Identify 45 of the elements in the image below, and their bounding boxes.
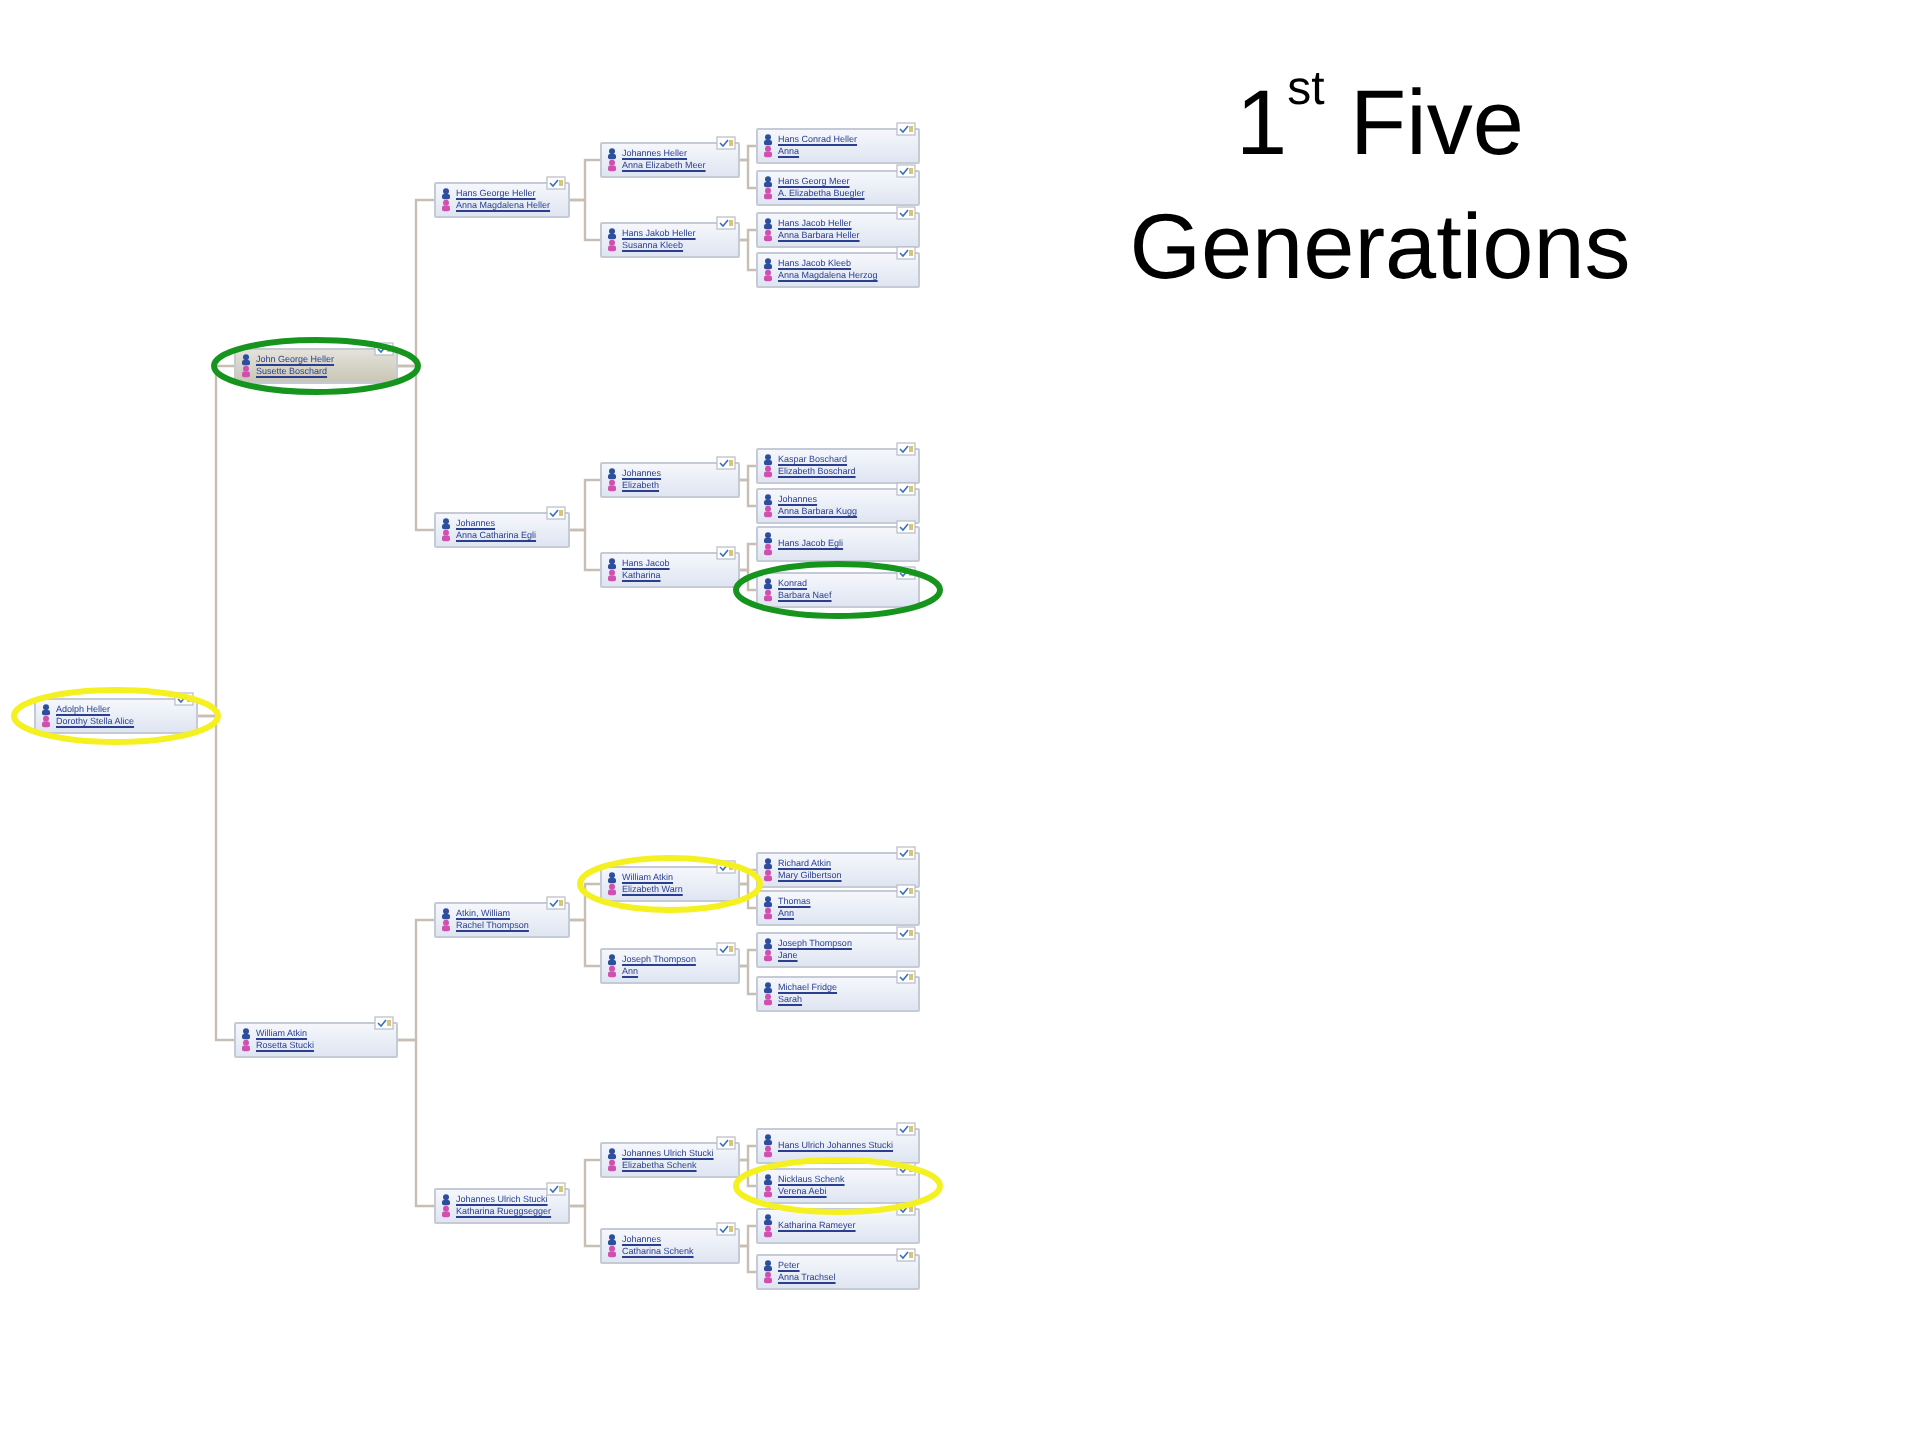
couple-card [756, 852, 920, 888]
connector-line [570, 1204, 600, 1248]
couple-card [600, 866, 740, 902]
connector-line [740, 1244, 756, 1274]
connector-line [570, 528, 600, 572]
couple-card [600, 222, 740, 258]
couple-card [600, 948, 740, 984]
connector-line [570, 918, 600, 968]
couple-card [756, 1168, 920, 1204]
couple-card [434, 1188, 570, 1224]
couple-card [756, 170, 920, 206]
couple-card [600, 142, 740, 178]
couple-card [434, 902, 570, 938]
connector-line [740, 158, 756, 190]
couple-card [756, 890, 920, 926]
couple-card [234, 1022, 398, 1058]
connector-line [740, 964, 756, 996]
couple-card [234, 348, 398, 384]
couple-card [756, 1254, 920, 1290]
couple-card [600, 552, 740, 588]
couple-card [756, 488, 920, 524]
connector-line [398, 364, 434, 532]
couple-card [756, 252, 920, 288]
couple-card [756, 932, 920, 968]
couple-card [600, 1142, 740, 1178]
connector-line [740, 1158, 756, 1188]
couple-card [756, 448, 920, 484]
connector-line [570, 198, 600, 242]
connector-line [740, 568, 756, 592]
couple-card [756, 572, 920, 608]
connector-line [198, 714, 234, 1042]
couple-card [434, 182, 570, 218]
connector-line [740, 238, 756, 272]
slide-title: 1$^{st}$ Five Generations [1127, 60, 1633, 302]
connector-line [740, 478, 756, 508]
couple-card [756, 212, 920, 248]
connector-line [398, 1038, 434, 1208]
couple-card [434, 512, 570, 548]
couple-card [600, 1228, 740, 1264]
couple-card [34, 698, 198, 734]
connector-line [740, 882, 756, 910]
couple-card [756, 128, 920, 164]
couple-card [756, 976, 920, 1012]
couple-card [756, 526, 920, 562]
couple-card [600, 462, 740, 498]
